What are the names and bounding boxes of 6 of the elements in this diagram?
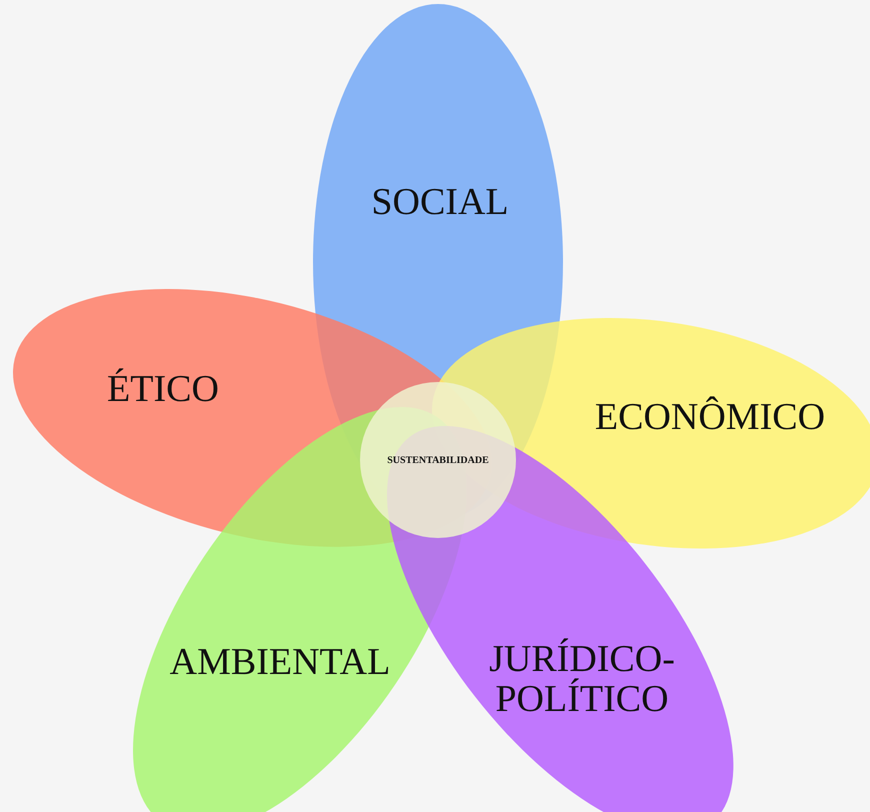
petal-label: SOCIAL (371, 183, 509, 223)
petal-label: ÉTICO (107, 370, 219, 410)
petal-label: ECONÔMICO (594, 398, 826, 438)
petal-label: JURÍDICO-POLÍTICO (488, 640, 676, 720)
center-label: SUSTENTABILIDADE (387, 456, 489, 466)
petal-label: AMBIENTAL (170, 643, 390, 683)
